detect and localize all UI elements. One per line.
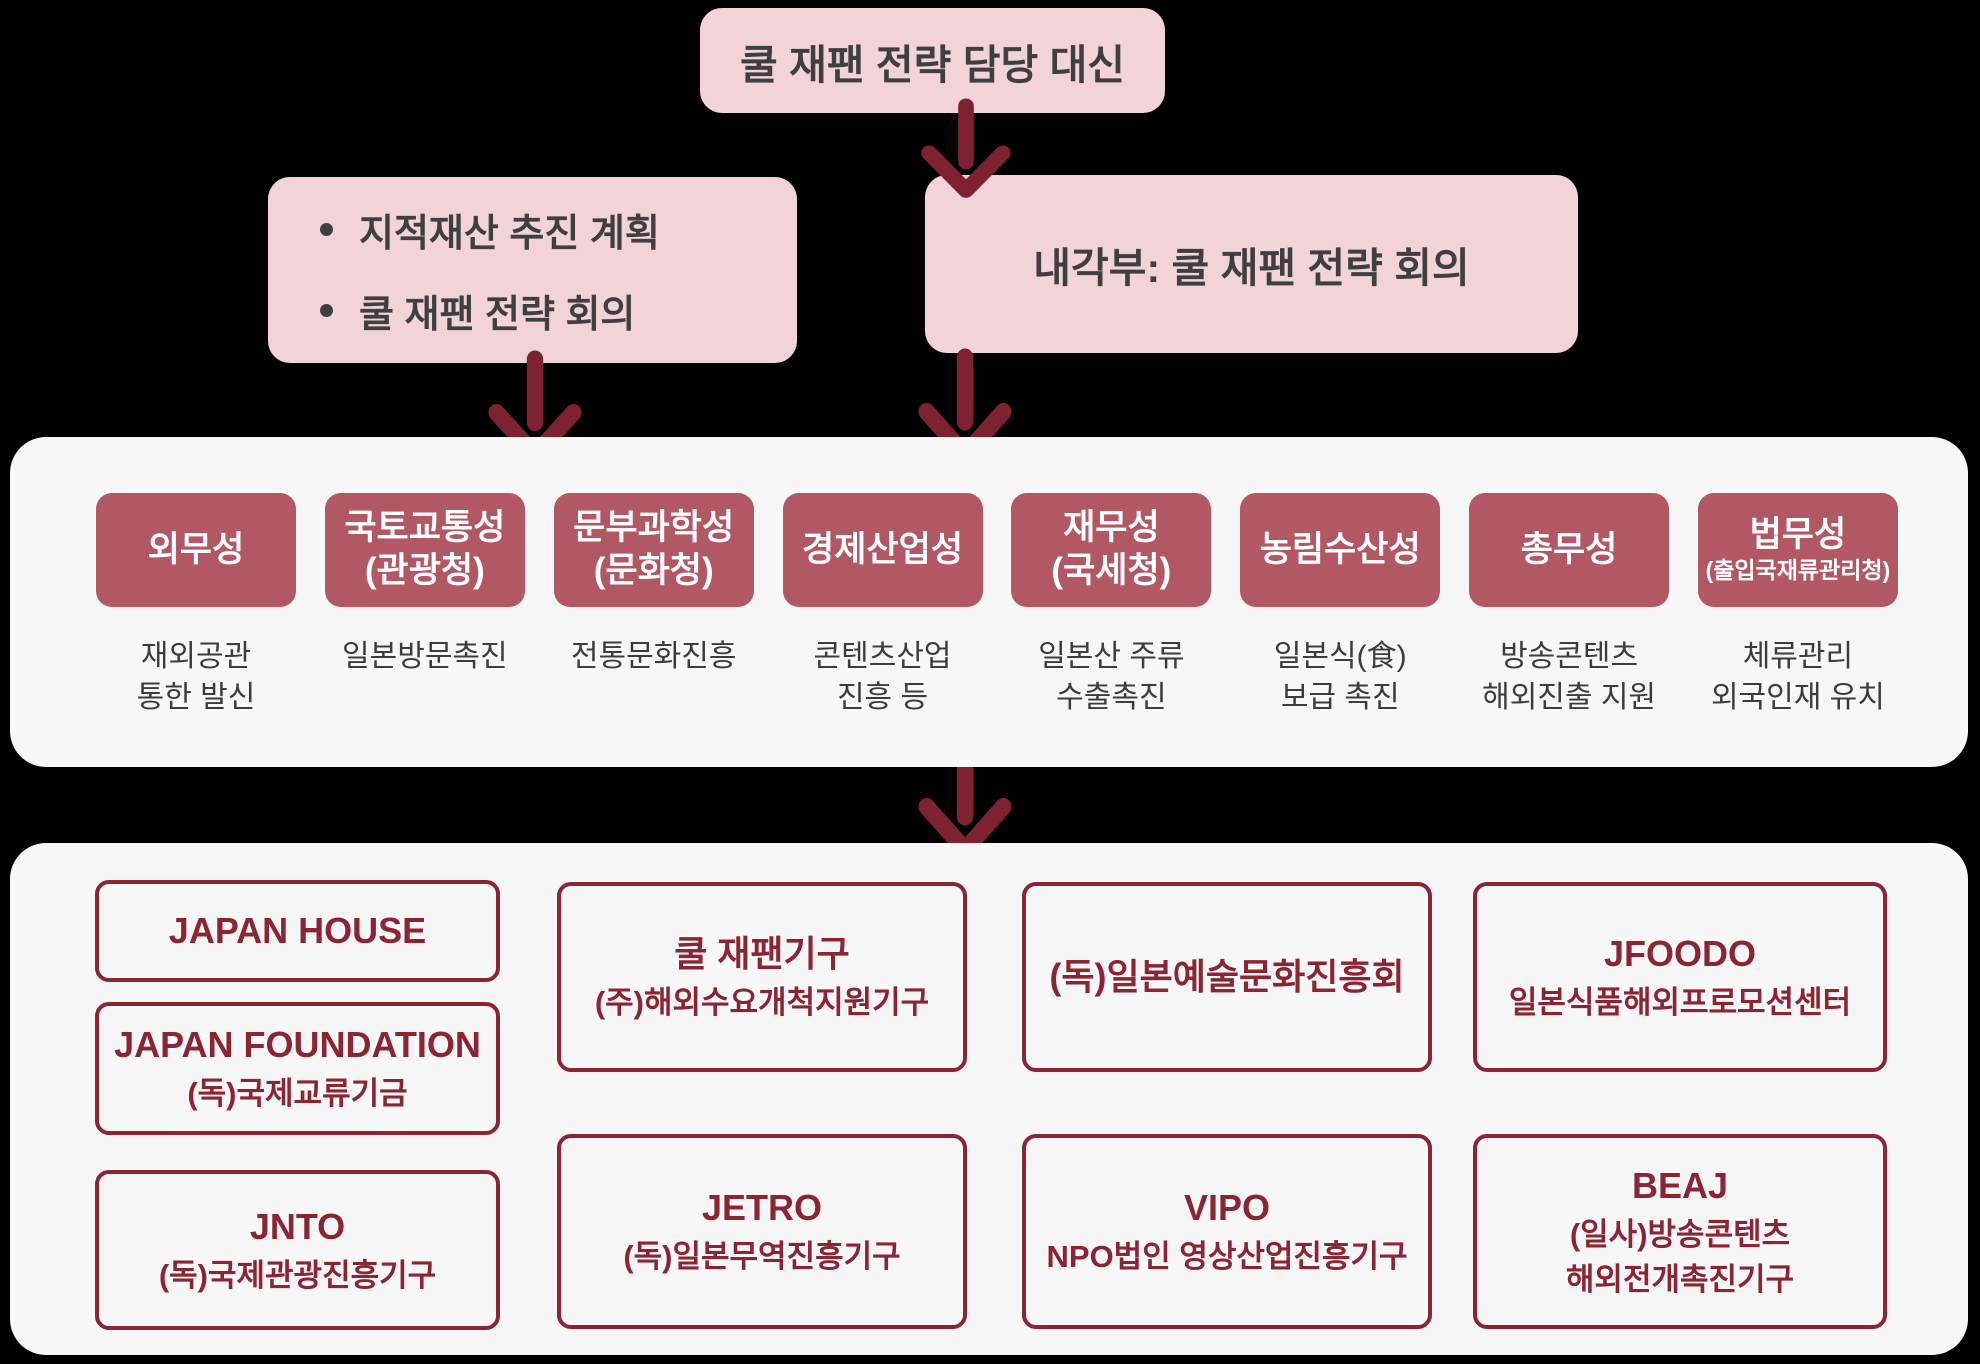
top-minister-box: 쿨 재팬 전략 담당 대신 — [700, 8, 1165, 113]
ministry-name-line: 경제산업성 — [802, 529, 964, 569]
ministry-caption-line: 일본방문촉진 — [342, 640, 508, 673]
ministry-box: 법무성 (출입국재류관리청) — [1697, 493, 1898, 607]
ministry-box: 외무성 — [96, 493, 296, 607]
ministry-caption: 일본식(食) 보급 촉진 — [1274, 637, 1407, 718]
ministry-caption-line: 체류관리 — [1742, 640, 1854, 673]
ministry-name-line: 외무성 — [147, 529, 245, 569]
top-minister-label: 쿨 재팬 전략 담당 대신 — [739, 41, 1126, 88]
agency-title: BEAJ — [1631, 1164, 1729, 1206]
bullet-line: 지적재산 추진 계획 — [320, 202, 660, 257]
ministry-caption: 전통문화진흥 — [571, 637, 737, 678]
ministry-box: 농림수산성 — [1240, 493, 1441, 607]
agency-box: JFOODO 일본식품해외프로모션센터 — [1473, 882, 1887, 1072]
ministry-caption: 일본방문촉진 — [342, 637, 508, 678]
ministry-name-line: (출입국재류관리청) — [1705, 557, 1891, 584]
ministry-name-line: (관광청) — [364, 551, 485, 590]
ministry-caption-line: 보급 촉진 — [1280, 680, 1400, 714]
agency-title: VIPO — [1183, 1187, 1271, 1229]
agency-title: JAPAN HOUSE — [168, 909, 427, 951]
agency-column: 쿨 재팬기구 (주)해외수요개척지원기구 JETRO (독)일본무역진흥기구 — [557, 843, 967, 1329]
agency-subtitle: (독)국제관광진흥기구 — [158, 1257, 437, 1293]
ministry-box: 국토교통성(관광청) — [324, 493, 525, 607]
ministry-caption-line: 수출촉진 — [1056, 680, 1167, 714]
agency-subtitle: NPO법인 영상산업진흥기구 — [1046, 1239, 1408, 1275]
bullet-label: 지적재산 추진 계획 — [359, 213, 660, 255]
agency-title: JAPAN FOUNDATION — [114, 1024, 481, 1066]
agency-box: VIPO NPO법인 영상산업진흥기구 — [1022, 1134, 1432, 1329]
ministry-name-line: 문부과학성 — [573, 508, 735, 548]
agency-title: (독)일본예술문화진흥회 — [1049, 955, 1405, 997]
agency-title: JETRO — [701, 1187, 823, 1229]
agency-subtitle: (독)일본무역진흥기구 — [623, 1239, 901, 1275]
agency-column: JAPAN HOUSE JAPAN FOUNDATION (독)국제교류기금 JNTO… — [95, 843, 500, 1330]
ministry-caption-line: 콘텐츠산업 — [813, 640, 952, 673]
ministry-caption-line: 재외공관 — [140, 640, 252, 673]
ministry-item: 국토교통성(관광청) 일본방문촉진 — [324, 493, 525, 718]
down-arrow-icon — [920, 98, 1012, 200]
ministry-name-line: 법무성 — [1749, 514, 1847, 554]
agency-subtitle: (독)국제교류기금 — [187, 1076, 408, 1112]
agency-subtitle: 일본식품해외프로모션센터 — [1508, 984, 1852, 1020]
ministry-caption-line: 통한 발신 — [136, 680, 256, 714]
cabinet-office-box: 내각부: 쿨 재팬 전략 회의 — [925, 175, 1578, 353]
ministry-caption-line: 일본산 주류 — [1038, 640, 1185, 673]
ministry-name-line: 재무성 — [1063, 508, 1160, 548]
cabinet-office-label: 내각부: 쿨 재팬 전략 회의 — [1033, 245, 1470, 291]
agency-subtitle: (일사)방송콘텐츠 — [1569, 1216, 1791, 1252]
ministry-caption-line: 방송콘텐츠 — [1500, 640, 1639, 673]
agency-box: 쿨 재팬기구 (주)해외수요개척지원기구 — [557, 882, 967, 1072]
ministry-caption-line: 외국인재 유치 — [1710, 680, 1885, 714]
agency-column: (독)일본예술문화진흥회 VIPO NPO법인 영상산업진흥기구 — [1022, 843, 1432, 1329]
agency-subtitle: 해외전개촉진기구 — [1565, 1261, 1795, 1297]
ip-strategy-box: 지적재산 추진 계획 쿨 재팬 전략 회의 — [268, 177, 797, 363]
agencies-panel: JAPAN HOUSE JAPAN FOUNDATION (독)국제교류기금 JNTO… — [10, 843, 1968, 1355]
bullet-label: 쿨 재팬 전략 회의 — [359, 294, 636, 336]
ministry-name-line: (국세청) — [1051, 551, 1172, 590]
bullet-icon — [320, 304, 333, 317]
ministry-box: 문부과학성(문화청) — [553, 493, 754, 607]
ministry-caption-line: 진흥 등 — [836, 680, 929, 714]
ministry-caption-line: 일본식(食) — [1273, 640, 1407, 673]
ministry-box: 총무성 — [1469, 493, 1670, 607]
ministry-item: 문부과학성(문화청) 전통문화진흥 — [553, 493, 754, 718]
ministry-name-line: 총무성 — [1520, 529, 1618, 569]
agency-box: JAPAN FOUNDATION (독)국제교류기금 — [95, 1002, 500, 1135]
ministry-name-line: 농림수산성 — [1259, 529, 1421, 569]
agency-title: 쿨 재팬기구 — [674, 932, 850, 974]
ministry-caption-line: 전통문화진흥 — [570, 640, 737, 673]
bullet-icon — [320, 223, 333, 236]
ministry-name-line: (문화청) — [593, 551, 714, 590]
agency-box: JAPAN HOUSE — [95, 880, 500, 982]
agency-title: JFOODO — [1603, 932, 1756, 974]
agency-title: JNTO — [249, 1205, 346, 1247]
ministry-caption-line: 해외진출 지원 — [1482, 680, 1657, 714]
ministry-name-line: 국토교통성 — [344, 508, 506, 548]
agency-subtitle: (주)해외수요개척지원기구 — [594, 984, 930, 1020]
ministry-box: 재무성(국세청) — [1011, 493, 1212, 607]
bullet-line: 쿨 재팬 전략 회의 — [320, 283, 635, 338]
agency-box: JNTO (독)국제관광진흥기구 — [95, 1170, 500, 1330]
agency-box: JETRO (독)일본무역진흥기구 — [557, 1134, 967, 1329]
agency-box: (독)일본예술문화진흥회 — [1022, 882, 1432, 1072]
ministry-box: 경제산업성 — [782, 493, 983, 607]
